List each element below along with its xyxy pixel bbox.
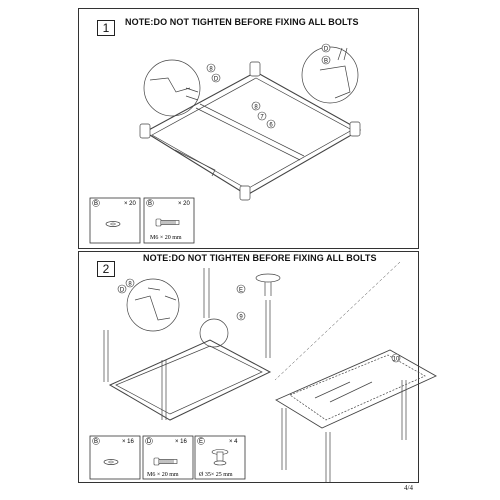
callout-label: 8 [209,67,213,73]
callout-label: D [120,288,125,294]
callout-label: D [324,47,329,53]
callout-circle [211,73,221,83]
callout-label: 9 [239,315,243,321]
callout-label: E [239,288,243,294]
callout-circle [206,63,216,73]
leveling-foot-icon [211,449,229,466]
bolt-icon [153,457,178,466]
step-2-panel: 2 NOTE:DO NOT TIGHTEN BEFORE FIXING ALL … [78,251,419,483]
part-spec: M6 × 20 mm [147,472,179,478]
callout-circle [266,119,276,129]
washer-icon [105,221,121,227]
step-2-note: NOTE:DO NOT TIGHTEN BEFORE FIXING ALL BO… [143,253,377,263]
callout-label: 8 [128,282,132,288]
page-number: 4/4 [404,484,413,492]
part-qty: × 4 [229,439,238,445]
step-2-number: 2 [97,261,115,277]
callout-circle [321,55,331,65]
part-letter: D [147,439,152,445]
callout-label: 6 [269,123,273,129]
callout-label: B [324,59,328,65]
callout-circle [257,111,267,121]
step-1-parts: B B × 20 × 20 M6 × 20 mm [89,197,195,244]
callout-label: 7 [260,115,264,121]
callout-circle [251,101,261,111]
callout-label: 10 [393,357,400,363]
part-letter: B [148,201,152,207]
callout-label: 8 [254,105,258,111]
callout-label: D [214,77,219,83]
bolt-icon [155,218,180,227]
part-qty: × 20 [124,201,137,207]
step-1-note: NOTE:DO NOT TIGHTEN BEFORE FIXING ALL BO… [125,17,359,27]
callout-circle [321,43,331,53]
step-2-parts: B D E × 16 × 16 × 4 M6 × 20 mm Ø 35× 25 … [89,435,246,480]
part-qty: × 20 [178,201,191,207]
part-letter: B [94,201,98,207]
step-1-number: 1 [97,20,115,36]
part-letter: B [94,439,98,445]
step-1-panel: 1 NOTE:DO NOT TIGHTEN BEFORE FIXING ALL … [78,8,419,249]
part-letter: E [199,439,203,445]
washer-icon [103,459,119,465]
part-qty: × 16 [122,439,135,445]
part-spec: Ø 35× 25 mm [199,472,233,478]
part-qty: × 16 [175,439,188,445]
part-spec: M6 × 20 mm [150,235,182,241]
